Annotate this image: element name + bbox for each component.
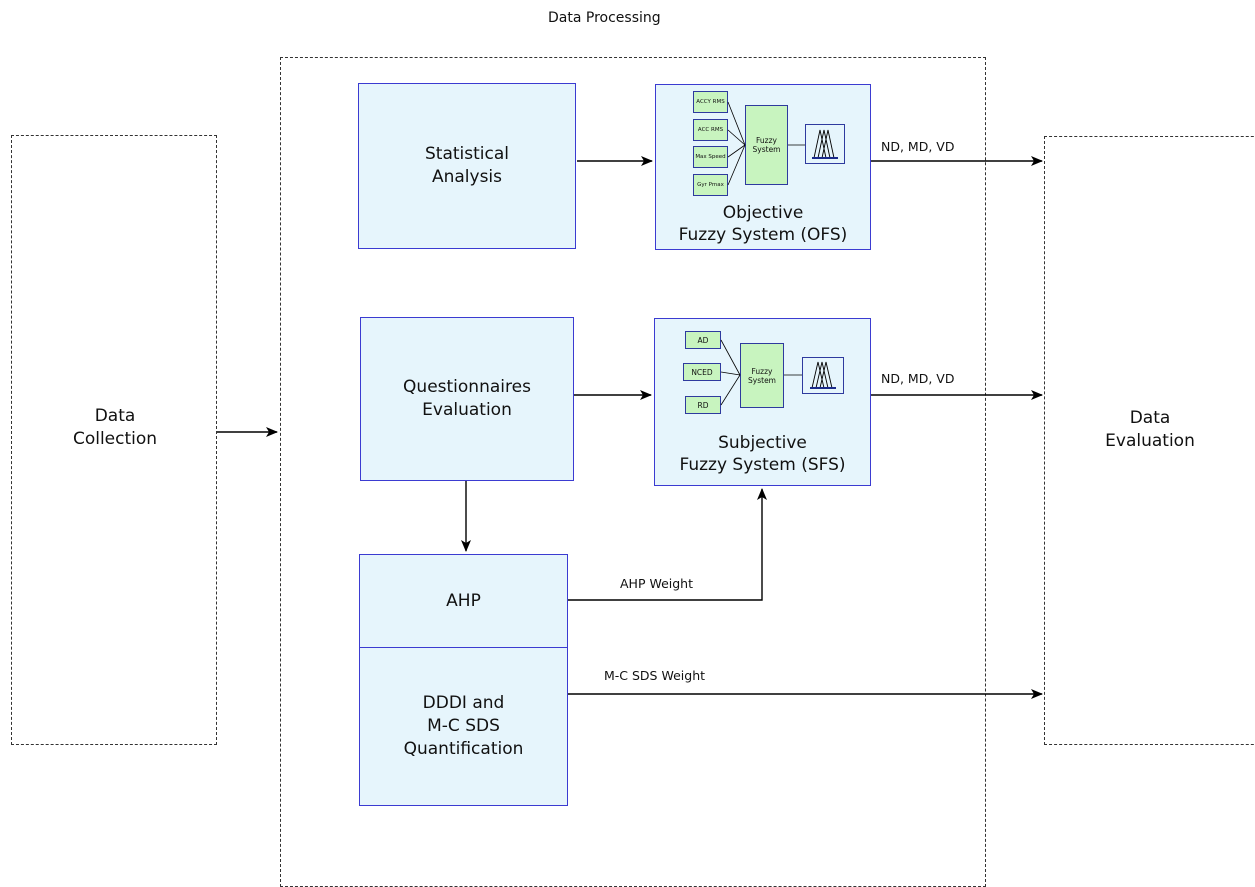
ofs-input-gyr-pmax: Gyr Pmax — [693, 174, 728, 196]
ahp-to-sfs-arrow — [568, 488, 767, 601]
data-evaluation-label: Data Evaluation — [1105, 408, 1195, 451]
data-collection-region — [11, 135, 217, 745]
ofs-fuzzy-engine: Fuzzy System — [745, 105, 788, 185]
data-collection-label: Data Collection — [72, 406, 158, 449]
ofs-input-accy-rms: ACCY RMS — [693, 91, 728, 113]
ofs-membership-graph — [812, 129, 838, 159]
statistical-analysis-block: Statistical Analysis — [358, 83, 576, 249]
ofs-input-acc-rms: ACC RMS — [693, 119, 728, 141]
sfs-membership-graph — [810, 361, 836, 389]
ahp-block: AHP — [359, 554, 568, 648]
ahp-weight-label: AHP Weight — [620, 576, 694, 591]
ofs-output-label: ND, MD, VD — [881, 139, 955, 154]
sfs-input-nced: NCED — [683, 363, 721, 381]
sfs-input-ad: AD — [685, 331, 721, 349]
dddi-quantification-block: DDDI and M-C SDS Quantification — [359, 647, 568, 806]
sfs-output-label: ND, MD, VD — [881, 371, 955, 386]
data-evaluation-region — [1044, 136, 1255, 745]
data-processing-label: Data Processing — [548, 10, 661, 26]
questionnaires-evaluation-block: Questionnaires Evaluation — [360, 317, 574, 481]
sfs-title: Subjective Fuzzy System (SFS) — [679, 433, 846, 475]
ofs-title: Objective Fuzzy System (OFS) — [678, 203, 848, 245]
sfs-input-rd: RD — [685, 396, 721, 414]
ofs-input-max-speed: Max Speed — [693, 146, 728, 168]
mc-sds-weight-label: M-C SDS Weight — [604, 668, 706, 683]
sfs-fuzzy-engine: Fuzzy System — [740, 343, 784, 408]
